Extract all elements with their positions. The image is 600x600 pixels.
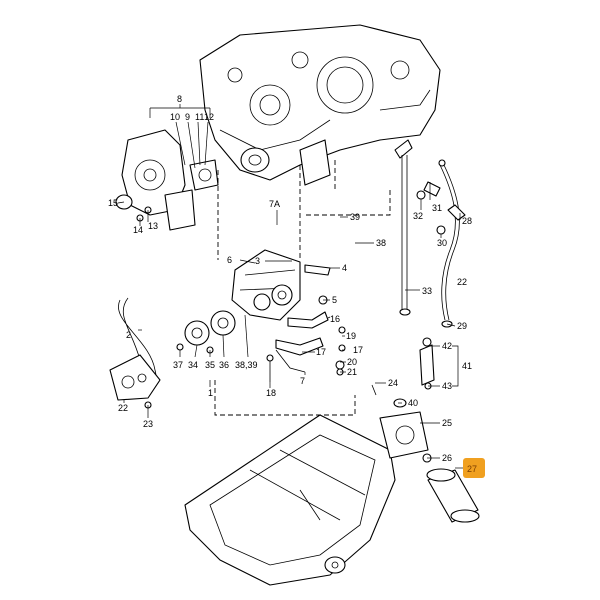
label-4: 4 — [342, 263, 347, 273]
label-25: 25 — [442, 418, 452, 428]
oil-pump-assembly — [231, 249, 346, 382]
label-39: 39 — [350, 212, 360, 222]
label-17a: 17 — [316, 347, 326, 357]
assembly-guide-lines — [214, 160, 391, 416]
leader-lines — [117, 104, 465, 469]
label-15-cover: 15 — [108, 198, 118, 208]
label-1: 1 — [208, 388, 213, 398]
label-35: 35 — [205, 360, 215, 370]
highlight-marker — [463, 458, 485, 478]
chain-tensioner — [109, 354, 161, 409]
label-42: 42 — [442, 341, 452, 351]
label-32: 32 — [413, 211, 423, 221]
label-27: 27 — [467, 464, 477, 474]
label-43: 43 — [442, 381, 452, 391]
label-37: 37 — [173, 360, 183, 370]
label-5: 5 — [332, 295, 337, 305]
label-36: 36 — [219, 360, 229, 370]
front-cover — [115, 129, 219, 231]
label-16: 16 — [330, 314, 340, 324]
label-22: 22 — [118, 403, 128, 413]
label-8: 8 — [177, 94, 182, 104]
label-12: 12 — [204, 112, 214, 122]
chain-and-sprockets — [118, 297, 236, 382]
oil-pan — [184, 414, 396, 586]
label-34: 34 — [188, 360, 198, 370]
label-11: 11 — [195, 112, 204, 122]
label-24: 24 — [388, 378, 398, 388]
label-3: 3 — [255, 256, 260, 266]
label-29: 29 — [457, 321, 467, 331]
label-13: 13 — [148, 221, 158, 231]
label-19: 19 — [346, 331, 356, 341]
label-10: 10 — [170, 112, 180, 122]
part-labels: 8 10 9 11 12 15 14 13 7A 39 38 6 3 4 5 1… — [108, 94, 477, 474]
label-30: 30 — [437, 238, 447, 248]
label-20: 20 — [347, 357, 357, 367]
label-17b: 17 — [353, 345, 363, 355]
label-31: 31 — [432, 203, 442, 213]
label-18: 18 — [266, 388, 276, 398]
label-7a: 7A — [269, 199, 280, 209]
dipstick-assembly — [394, 139, 466, 390]
label-22-dip: 22 — [457, 277, 467, 287]
engine-block — [199, 24, 441, 186]
label-7: 7 — [300, 376, 305, 386]
label-40: 40 — [408, 398, 418, 408]
label-9: 9 — [185, 112, 190, 122]
label-38: 38 — [376, 238, 386, 248]
label-41: 41 — [462, 361, 472, 371]
oil-filter-assembly — [371, 384, 480, 523]
label-26: 26 — [442, 453, 452, 463]
label-6: 6 — [227, 255, 232, 265]
label-28: 28 — [462, 216, 472, 226]
label-23: 23 — [143, 419, 153, 429]
label-21: 21 — [347, 367, 357, 377]
label-38-39: 38,39 — [235, 360, 258, 370]
label-2: 2 — [126, 330, 131, 340]
label-14: 14 — [133, 225, 143, 235]
label-33: 33 — [422, 286, 432, 296]
